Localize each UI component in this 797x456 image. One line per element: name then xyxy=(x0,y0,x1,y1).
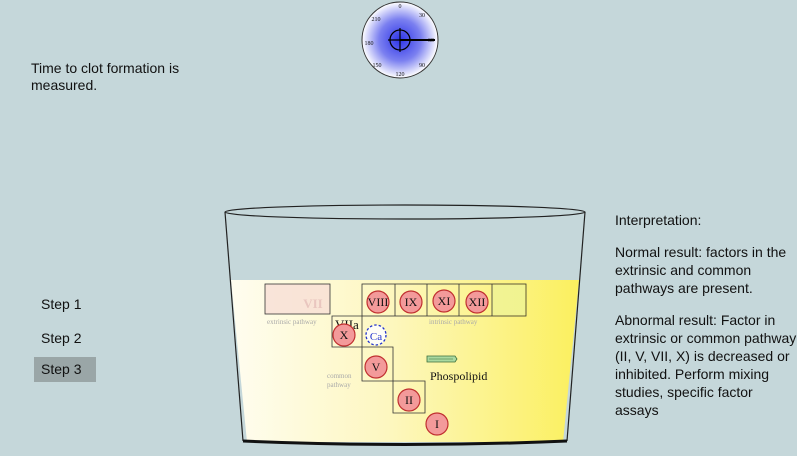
beaker-liquid xyxy=(231,280,579,442)
extrinsic-pathway-label: extrinsic pathway xyxy=(267,318,317,326)
factor-viii-label: VIII xyxy=(368,295,389,309)
timer-label-180: 180 xyxy=(365,41,374,47)
factor-i-circle xyxy=(425,412,449,436)
factor-x-label: X xyxy=(340,328,349,342)
normal-result-text: Normal result: factors in the extrinsic … xyxy=(615,244,787,296)
factor-xii-circle xyxy=(465,290,489,314)
description-text: Time to clot formation is measured. xyxy=(31,60,180,93)
factor-ii-box xyxy=(392,380,426,414)
timer-label-120: 120 xyxy=(396,72,405,78)
factor-v-label: V xyxy=(372,360,381,374)
timer-label-0: 0 xyxy=(399,4,402,10)
factor-vii-faded: VII xyxy=(303,296,323,311)
intrinsic-pathway-label: intrinsic pathway xyxy=(429,318,478,326)
timer-label-30: 30 xyxy=(419,13,425,19)
intrinsic-row xyxy=(361,283,527,317)
factor-ii-label: II xyxy=(405,393,413,407)
factor-viii-circle xyxy=(366,290,390,314)
abnormal-result-text: Abnormal result: Factor in extrinsic or … xyxy=(615,312,797,418)
step-2-button[interactable]: Step 2 xyxy=(41,330,82,346)
factor-xii-label: XII xyxy=(469,295,486,309)
factor-i-label: I xyxy=(435,417,439,431)
factor-ix-label: IX xyxy=(405,295,418,309)
calcium-label: Ca xyxy=(370,331,382,343)
step-1-button[interactable]: Step 1 xyxy=(41,296,82,312)
phospholipid-label: Phospolipid xyxy=(430,369,487,383)
factor-x-circle xyxy=(332,323,356,347)
timer-label-210: 210 xyxy=(372,17,381,23)
common-pathway-label-2: pathway xyxy=(327,381,351,389)
timer-label-90: 90 xyxy=(419,63,425,69)
beaker-base xyxy=(242,439,568,446)
interpretation-panel: Interpretation: Normal result: factors i… xyxy=(615,211,797,433)
intrinsic-extra-cell xyxy=(492,285,525,315)
beaker-rim xyxy=(224,204,586,220)
calcium-icon xyxy=(365,324,387,346)
common-pathway-label-1: common xyxy=(327,372,352,380)
factor-xi-label: XI xyxy=(438,294,451,308)
step-3-button[interactable]: Step 3 xyxy=(34,357,96,382)
timer-label-150: 150 xyxy=(373,63,382,69)
interpretation-heading: Interpretation: xyxy=(615,212,702,228)
factor-ii-circle xyxy=(397,388,421,412)
beaker-right-wall xyxy=(566,211,586,442)
beaker-left-wall xyxy=(224,211,244,442)
test-beaker: VII extrinsic pathway intrinsic pathway … xyxy=(224,204,586,446)
factor-xi-circle xyxy=(432,289,456,313)
factor-ix-circle xyxy=(399,290,423,314)
extrinsic-box xyxy=(264,283,331,315)
factor-v-circle xyxy=(364,355,388,379)
timer-dial: 0 30 60 90 120 150 180 210 xyxy=(361,1,439,79)
